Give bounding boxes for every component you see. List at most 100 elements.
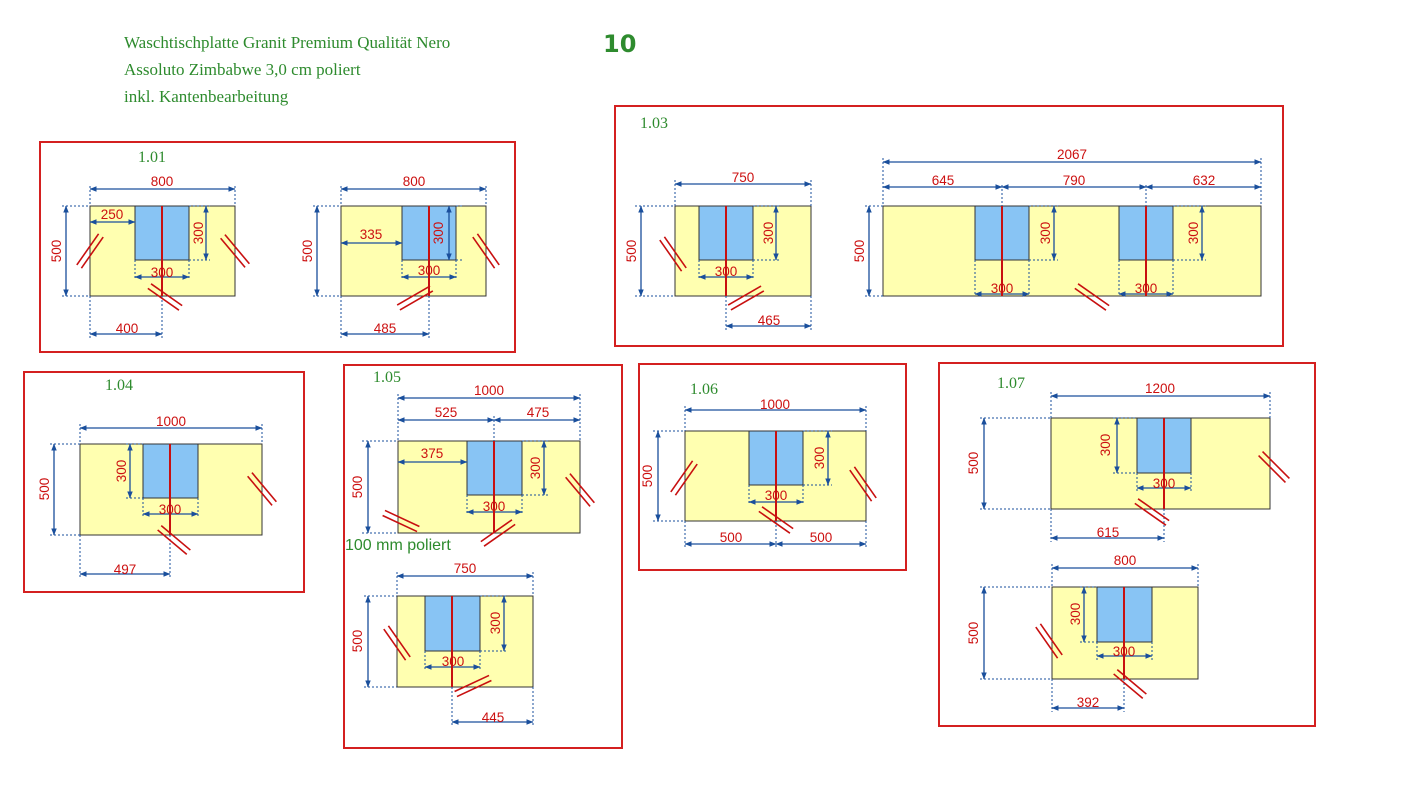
edge-finish-mark	[1116, 669, 1147, 695]
dimension-label: 465	[758, 313, 781, 328]
edge-finish-mark	[670, 460, 694, 493]
edge-finish-mark	[399, 290, 434, 311]
edge-finish-mark	[483, 523, 516, 547]
edge-note: 100 mm poliert	[345, 537, 451, 554]
dimension-label: 300	[488, 612, 503, 635]
edge-finish-mark	[147, 287, 180, 311]
edge-finish-mark	[396, 285, 431, 306]
dimension-label: 475	[527, 405, 550, 420]
edge-finish-mark	[1113, 673, 1144, 699]
edge-finish-mark	[1261, 451, 1290, 480]
edge-finish-mark	[730, 290, 765, 311]
edge-finish-mark	[472, 236, 496, 269]
dimension-label: 645	[932, 173, 955, 188]
dimension-label: 1000	[760, 397, 790, 412]
header-line-3: inkl. Kantenbearbeitung	[124, 87, 289, 106]
piece-id-label: 1.06	[690, 381, 718, 398]
dimension-label: 790	[1063, 173, 1086, 188]
dimension-label: 300	[761, 222, 776, 245]
dimension-label: 500	[350, 476, 365, 499]
group-frame	[39, 141, 516, 353]
dimension-label: 300	[114, 460, 129, 483]
edge-finish-mark	[251, 472, 277, 503]
dimension-label: 500	[852, 240, 867, 263]
dimension-label: 335	[360, 227, 383, 242]
edge-finish-mark	[76, 233, 100, 266]
edge-finish-mark	[1035, 626, 1059, 659]
dimension-label: 615	[1097, 525, 1120, 540]
dimension-label: 500	[810, 530, 833, 545]
dimension-label: 300	[528, 457, 543, 480]
dimension-label: 750	[454, 561, 477, 576]
dimension-label: 497	[114, 562, 137, 577]
dimension-label: 250	[101, 207, 124, 222]
edge-finish-mark	[476, 233, 500, 266]
edge-finish-mark	[674, 463, 698, 496]
dimension-label: 1200	[1145, 381, 1175, 396]
dimension-label: 2067	[1057, 147, 1087, 162]
edge-finish-mark	[247, 475, 273, 506]
dimension-label: 300	[191, 222, 206, 245]
edge-finish-mark	[150, 283, 183, 307]
header-line-1: Waschtischplatte Granit Premium Qualität…	[124, 33, 451, 52]
edge-finish-mark	[1137, 498, 1170, 522]
dimension-label: 1000	[474, 383, 504, 398]
piece-id-label: 1.03	[640, 115, 668, 132]
dimension-label: 750	[732, 170, 755, 185]
dimension-label: 525	[435, 405, 458, 420]
edge-finish-mark	[160, 525, 191, 551]
edge-finish-mark	[758, 510, 791, 534]
dimension-label: 800	[1114, 553, 1137, 568]
group-frame	[638, 363, 907, 571]
edge-finish-mark	[1039, 623, 1063, 656]
edge-finish-mark	[454, 674, 490, 693]
edge-finish-mark	[224, 234, 250, 265]
edge-finish-mark	[480, 519, 513, 543]
edge-finish-mark	[1258, 454, 1287, 483]
dimension-label: 300	[812, 447, 827, 470]
edge-finish-mark	[384, 509, 420, 528]
dimension-label: 300	[1038, 222, 1053, 245]
edge-finish-mark	[569, 473, 595, 504]
edge-finish-mark	[220, 237, 246, 268]
edge-finish-mark	[157, 529, 188, 555]
edge-finish-mark	[761, 506, 794, 530]
dimension-label: 1000	[156, 414, 186, 429]
edge-finish-mark	[456, 679, 492, 698]
group-frame	[343, 364, 623, 749]
dimension-label: 392	[1077, 695, 1100, 710]
dimension-label: 500	[350, 630, 365, 653]
dimension-label: 800	[403, 174, 426, 189]
dimension-label: 400	[116, 321, 139, 336]
header-text: Waschtischplatte Granit Premium Qualität…	[124, 29, 450, 110]
group-frame	[23, 371, 305, 593]
dimension-label: 445	[482, 710, 505, 725]
edge-finish-mark	[727, 285, 762, 306]
dimension-label: 632	[1193, 173, 1216, 188]
dimension-label: 800	[151, 174, 174, 189]
edge-finish-mark	[853, 466, 877, 499]
edge-finish-mark	[1077, 283, 1110, 307]
edge-finish-mark	[387, 625, 411, 658]
dimension-label: 500	[300, 240, 315, 263]
dimension-label: 500	[966, 452, 981, 475]
edge-finish-mark	[383, 628, 407, 661]
piece-id-label: 1.05	[373, 369, 401, 386]
dimension-label: 500	[37, 478, 52, 501]
edge-finish-mark	[565, 476, 591, 507]
group-frame	[614, 105, 1284, 347]
edge-finish-mark	[659, 239, 683, 272]
piece-id-label: 1.01	[138, 149, 166, 166]
dimension-label: 300	[431, 222, 446, 245]
dimension-label: 500	[624, 240, 639, 263]
edge-finish-mark	[1134, 502, 1167, 526]
dimension-label: 500	[966, 622, 981, 645]
edge-finish-mark	[1074, 287, 1107, 311]
edge-finish-mark	[663, 236, 687, 269]
header-line-2: Assoluto Zimbabwe 3,0 cm poliert	[124, 60, 361, 79]
dimension-label: 485	[374, 321, 397, 336]
dimension-label: 500	[640, 465, 655, 488]
countertop-slab	[882, 205, 1262, 297]
dimension-label: 300	[1186, 222, 1201, 245]
dimension-label: 500	[720, 530, 743, 545]
